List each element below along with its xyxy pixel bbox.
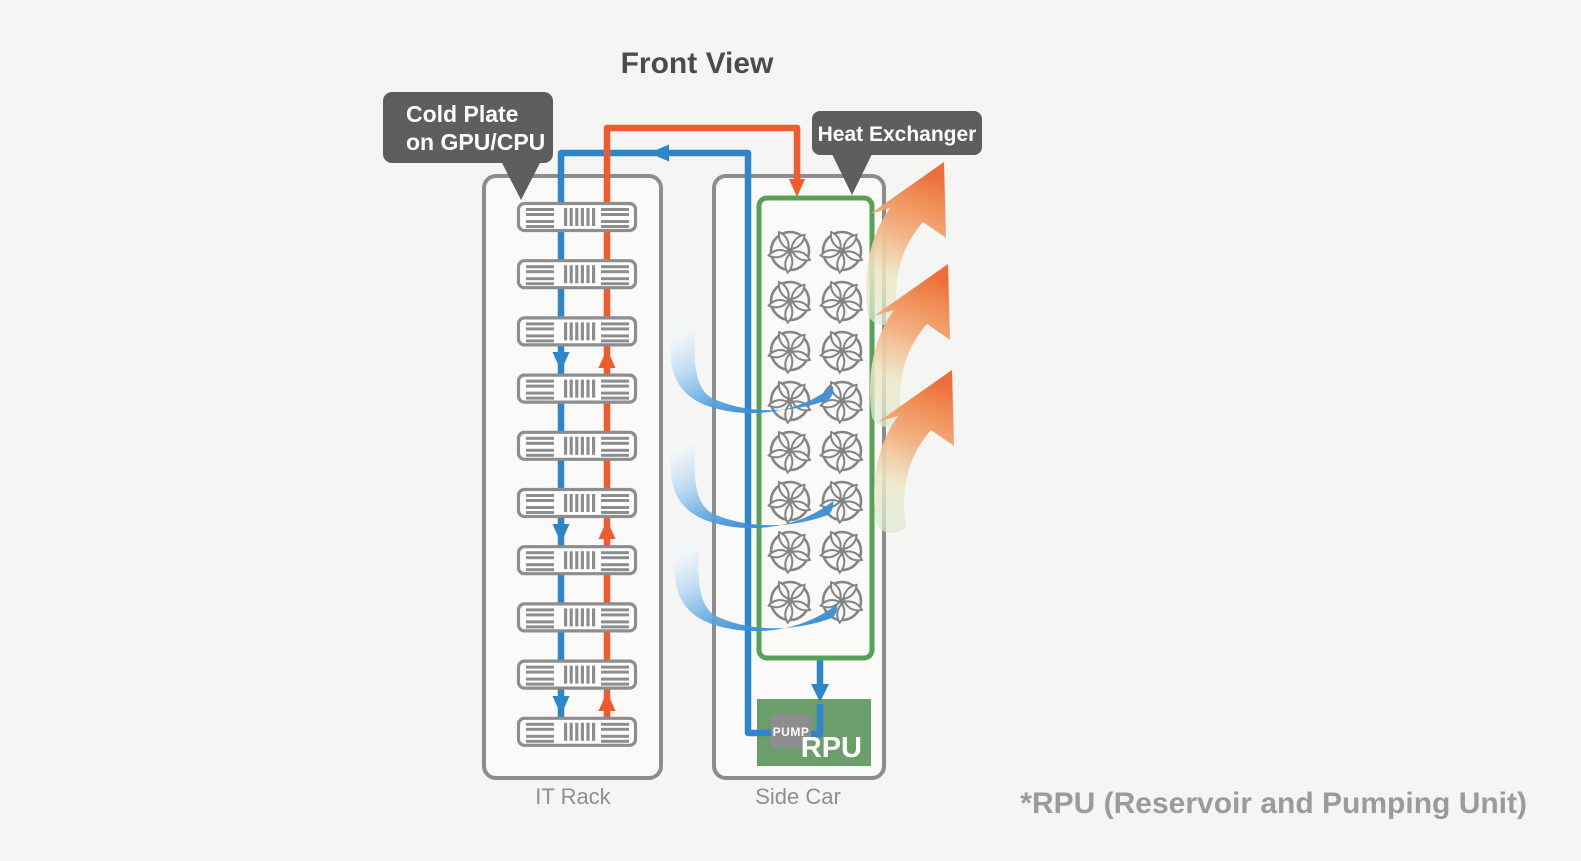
cold-plate-callout: Cold Plate on GPU/CPU [383, 92, 553, 200]
server-unit [516, 316, 638, 347]
server-unit [516, 545, 638, 576]
hot-flow-up-arrow [598, 349, 616, 368]
server-unit [516, 201, 638, 233]
rpu-footnote: *RPU (Reservoir and Pumping Unit) [1020, 787, 1527, 820]
server-unit [516, 373, 638, 404]
hot-flow-up-arrow [598, 692, 616, 711]
cold-loop-pipe [552, 144, 829, 744]
server-unit [516, 602, 638, 633]
server-unit [516, 430, 638, 461]
server-unit [516, 259, 638, 290]
cold-flow-left-arrow [649, 144, 669, 162]
cold-flow-down-arrow [552, 696, 570, 715]
server-unit [516, 716, 638, 747]
page-title: Front View [621, 47, 774, 80]
cold-flow-down-arrow [552, 352, 570, 371]
pump-box [771, 714, 811, 748]
side-car-label: Side Car [755, 784, 841, 809]
pump-label: PUMP [773, 725, 810, 739]
callout-pointer [832, 154, 872, 195]
cold-plate-callout-line1: Cold Plate [406, 101, 518, 127]
it-rack-label: IT Rack [535, 784, 611, 809]
server-unit [516, 487, 638, 519]
hot-flow-up-arrow [598, 520, 616, 539]
heat-exchanger-callout-label: Heat Exchanger [818, 123, 977, 146]
cold-plate-callout-line2: on GPU/CPU [406, 129, 545, 155]
cold-flow-down-arrow [811, 684, 829, 702]
heat-exchanger-callout: Heat Exchanger [812, 111, 982, 195]
rpu-label: RPU [801, 732, 862, 764]
hot-flow-down-arrow [789, 179, 805, 197]
callout-pointer [501, 161, 541, 200]
server-unit [516, 659, 638, 690]
cold-flow-down-arrow [552, 524, 570, 543]
